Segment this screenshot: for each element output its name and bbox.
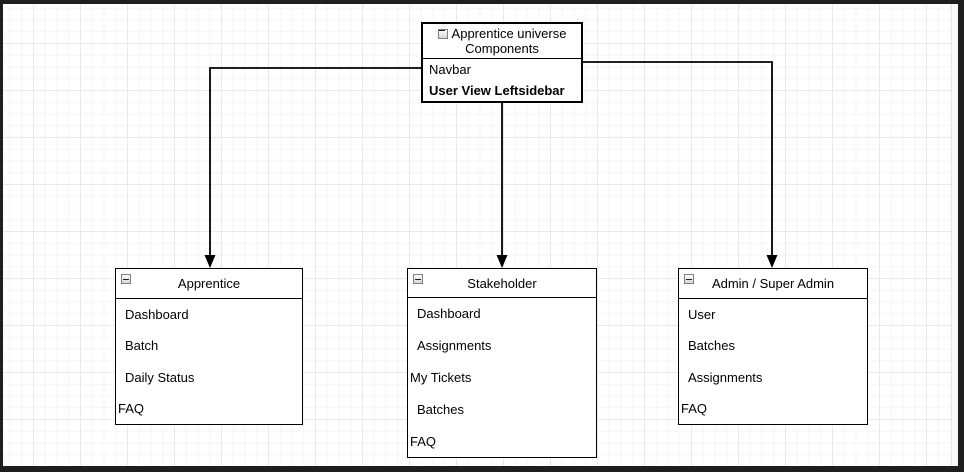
node-root-components[interactable]: Apprentice universe Components Navbar Us… [421, 22, 583, 103]
right-scrollbar[interactable] [951, 4, 958, 466]
list-item-my-tickets[interactable]: My Tickets [410, 369, 472, 385]
collapse-minus-icon[interactable] [413, 274, 423, 284]
list-item-faq[interactable]: FAQ [118, 400, 145, 416]
list-item-user[interactable]: User [688, 307, 716, 323]
node-stakeholder-header: Stakeholder [408, 269, 596, 298]
list-item-dashboard[interactable]: Dashboard [417, 306, 481, 322]
list-item-user-view-leftsidebar[interactable]: User View Leftsidebar [429, 83, 565, 98]
list-item-batches[interactable]: Batches [417, 401, 464, 417]
arrowhead-stakeholder-icon [496, 255, 508, 268]
node-admin-header: Admin / Super Admin [679, 269, 867, 299]
list-item-faq[interactable]: FAQ [681, 400, 708, 416]
node-stakeholder-title: Stakeholder [467, 275, 537, 291]
node-admin-super-admin[interactable]: Admin / Super Admin User Batches Assignm… [678, 268, 868, 425]
node-root-header: Apprentice universe Components [423, 24, 581, 59]
node-root-title: Apprentice universe Components [451, 26, 567, 56]
arrowhead-admin-icon [766, 255, 778, 268]
edge-root-to-admin [583, 61, 773, 256]
node-apprentice-header: Apprentice [116, 269, 302, 299]
list-item-dashboard[interactable]: Dashboard [125, 307, 189, 323]
list-item-batch[interactable]: Batch [125, 338, 159, 354]
arrowhead-apprentice-icon [204, 255, 216, 268]
collapse-minus-icon[interactable] [437, 29, 448, 39]
collapse-minus-icon[interactable] [684, 274, 694, 284]
list-item-assignments[interactable]: Assignments [688, 369, 763, 385]
frame-edge-bottom [0, 466, 964, 472]
frame-edge-right [958, 0, 964, 472]
list-item-navbar[interactable]: Navbar [429, 62, 471, 77]
frame-edge-left [0, 0, 3, 472]
node-apprentice[interactable]: Apprentice Dashboard Batch Daily Status … [115, 268, 303, 425]
list-item-assignments[interactable]: Assignments [417, 338, 492, 354]
node-apprentice-title: Apprentice [177, 276, 241, 291]
list-item-daily-status[interactable]: Daily Status [125, 369, 195, 385]
collapse-minus-icon[interactable] [121, 274, 131, 284]
node-admin-title: Admin / Super Admin [711, 276, 835, 291]
list-item-faq[interactable]: FAQ [410, 433, 437, 449]
frame-edge-top [0, 0, 964, 4]
list-item-batches[interactable]: Batches [688, 338, 735, 354]
node-stakeholder[interactable]: Stakeholder Dashboard Assignments My Tic… [407, 268, 597, 458]
edge-root-to-apprentice [209, 67, 421, 256]
